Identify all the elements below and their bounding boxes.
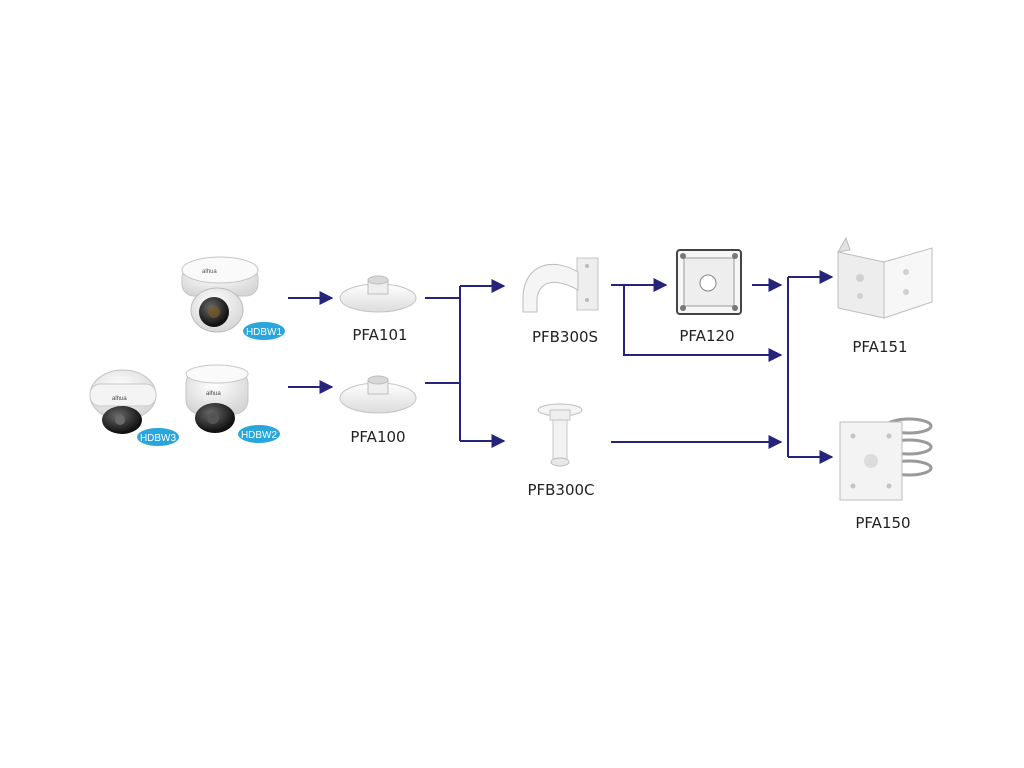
- model-badge-hdbw1: HDBW1: [243, 322, 285, 340]
- connectors: [288, 270, 834, 464]
- connector-adapters-merge: [425, 297, 461, 384]
- round-adapter-plate-icon: [339, 375, 417, 414]
- pendant-pole-icon: [537, 403, 583, 467]
- mount-pfa120: PFA120: [676, 249, 742, 345]
- wall-mount-arm-icon: [522, 257, 599, 313]
- mount-pfa100: PFA100: [339, 375, 417, 446]
- dome-camera-icon: alhua: [181, 256, 259, 333]
- svg-text:alhua: alhua: [112, 396, 127, 402]
- svg-text:HDBW3: HDBW3: [140, 433, 177, 444]
- dome-camera-icon: alhua: [185, 364, 249, 433]
- pole-mount-icon: [839, 417, 933, 501]
- svg-text:alhua: alhua: [202, 269, 217, 275]
- camera-hdbw2: alhua HDBW2: [185, 364, 280, 443]
- mount-label: PFA120: [679, 327, 734, 345]
- mount-pfa101: PFA101: [339, 275, 417, 344]
- svg-text:HDBW1: HDBW1: [246, 327, 283, 338]
- model-badge-hdbw2: HDBW2: [238, 425, 280, 443]
- mount-label: PFB300C: [527, 481, 594, 499]
- mount-pfa151: PFA151: [837, 236, 933, 356]
- svg-text:HDBW2: HDBW2: [241, 430, 278, 441]
- mount-pfa150: PFA150: [839, 417, 933, 532]
- camera-hdbw3: alhua HDBW3: [89, 369, 179, 446]
- svg-text:alhua: alhua: [206, 391, 221, 397]
- dome-camera-icon: alhua: [89, 369, 157, 434]
- mount-pfb300c: PFB300C: [527, 403, 595, 499]
- camera-hdbw1: alhua HDBW1: [181, 256, 285, 340]
- junction-box-icon: [676, 249, 742, 315]
- arrow-pfb300s-to-trunk: [623, 285, 783, 362]
- mount-label: PFB300S: [532, 328, 598, 346]
- round-adapter-plate-icon: [339, 275, 417, 313]
- corner-mount-icon: [837, 236, 933, 319]
- mount-label: PFA101: [352, 326, 407, 344]
- mount-label: PFA150: [855, 514, 910, 532]
- model-badge-hdbw3: HDBW3: [137, 428, 179, 446]
- mount-pfb300s: PFB300S: [522, 257, 599, 346]
- mount-label: PFA100: [350, 428, 405, 446]
- mount-label: PFA151: [852, 338, 907, 356]
